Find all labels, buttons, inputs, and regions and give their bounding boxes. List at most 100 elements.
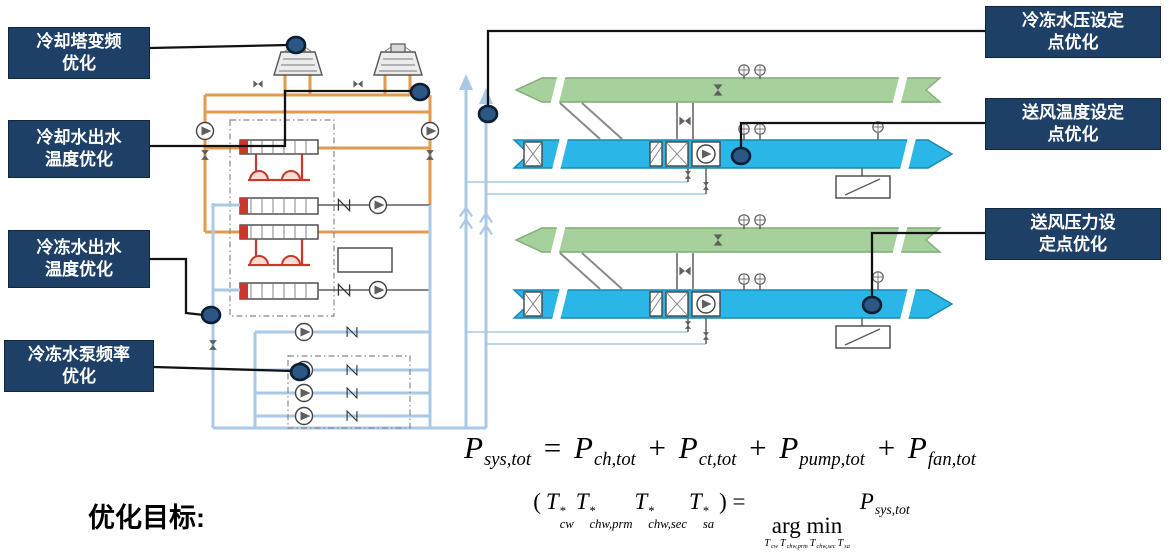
formula-token: + [741,430,775,465]
formula-token: Ppump,tot [779,430,865,470]
formula-token: T*cw [545,489,574,530]
callout-line [153,365,293,373]
formula-token: Tchw,sec [810,538,836,549]
formula-token: T [837,538,844,550]
formula-token: Pct,tot [678,430,737,470]
formula-token: ch,tot [593,448,636,470]
formula-token: *sa [703,505,714,530]
formula-token: T [809,538,816,550]
callout-line [739,121,985,148]
pump-icon [294,406,314,426]
formula-token: T [634,489,648,514]
callout-line [870,231,985,297]
formula-token: T*chw,prm [575,489,633,530]
pump-icon [294,322,314,342]
formula-token: T [545,489,559,514]
chiller-icon [238,138,320,216]
pump-icon [195,121,215,141]
formula-token: P [464,430,484,465]
formula-token: P [678,430,698,465]
formula-token: P [907,430,927,465]
formula-token: = [536,430,570,465]
callout-label-condenser-water-outlet-temp: 冷却水出水 温度优化 [8,120,150,178]
callout-label-supply-air-pressure-setpoint: 送风压力设 定点优化 [985,208,1161,260]
formula-token: Tsa [838,538,850,549]
chiller-plant [229,119,335,317]
formula-token: sa [844,543,850,551]
formula-token: arg min [771,513,843,539]
callout-line [149,43,289,50]
callout-marker [730,146,752,166]
formula-token: sys,tot [874,501,910,517]
formula-token: chw,prm [589,516,633,531]
formula-token: chw,sec [648,516,688,531]
formula-token: *cw [560,505,574,530]
formula-token: T [779,538,786,550]
formula-token: T [575,489,589,514]
formula-token: + [640,430,674,465]
formula-token: Pch,tot [574,430,636,470]
callout-label-chilled-water-outlet-temp: 冷冻水出水 温度优化 [8,230,150,288]
formula-token: ct,tot [698,448,737,470]
formula-token: P [574,430,593,465]
formula-token: T*chw,sec [634,489,688,530]
callout-label-supply-air-temperature-setpoint: 送风温度设定 点优化 [985,98,1161,150]
condenser-water-loop [203,75,432,234]
formula-token: Pfan,tot [907,430,976,470]
pump-icon [420,121,440,141]
valve-icon [353,80,363,88]
cooling-towers [253,43,423,88]
formula-token: pump,tot [799,448,865,470]
formula-token: Tcw [764,538,778,549]
callout-line [150,89,412,148]
formula-token: sys,tot [484,448,532,470]
formula-token: ) = [719,489,752,514]
formula-token: * [648,504,655,519]
formula-token: Psys,tot [464,430,531,470]
formula-token: P [779,430,799,465]
pump-icon [368,195,388,215]
formula-token: T*sa [689,489,714,530]
callout-marker [289,362,311,382]
formula-token: *chw,sec [648,505,687,530]
formula-token: P [859,489,874,514]
formula-token: chw,sec [816,543,836,551]
callout-line [150,257,205,317]
valve-icon [209,340,217,350]
callout-label-chilled-water-pump-frequency: 冷冻水泵频率 优化 [4,340,154,392]
callout-marker [285,35,307,55]
formula-token: Psys,tot [859,489,910,517]
air-handling-unit-bottom [514,215,952,348]
formula-token: * [589,504,596,519]
callout-marker [477,104,499,124]
formula-token: + [869,430,903,465]
valve-icon [253,80,263,88]
formula-token: cw [770,543,778,551]
secondary-pump-group [287,355,411,429]
formula-token: fan,tot [927,448,976,470]
callout-label-cooling-tower-vfd: 冷却塔变频 优化 [8,27,150,79]
formula-token: Tchw,prm [780,538,808,549]
formula-token: T [764,538,770,550]
chiller-icon [238,223,320,301]
formula-token: chw,prm [786,543,808,551]
formula-token: *chw,prm [590,505,633,530]
chilled-water-risers [458,74,706,428]
cooling-tower-icon [373,43,423,76]
callout-marker [200,305,222,325]
formula-token: ( [533,489,541,514]
callout-marker [409,82,431,102]
callout-line [486,29,985,106]
formula-power-balance: Psys,tot = Pch,tot + Pct,tot + Ppump,tot… [400,430,1040,471]
primary-pumps [318,195,430,300]
valve-icon [426,150,434,160]
air-handling-unit-top [514,65,952,198]
bypass-header [337,247,393,273]
callout-markers [200,35,883,382]
objective-label: 优化目标: [88,503,205,533]
pump-icon [368,280,388,300]
